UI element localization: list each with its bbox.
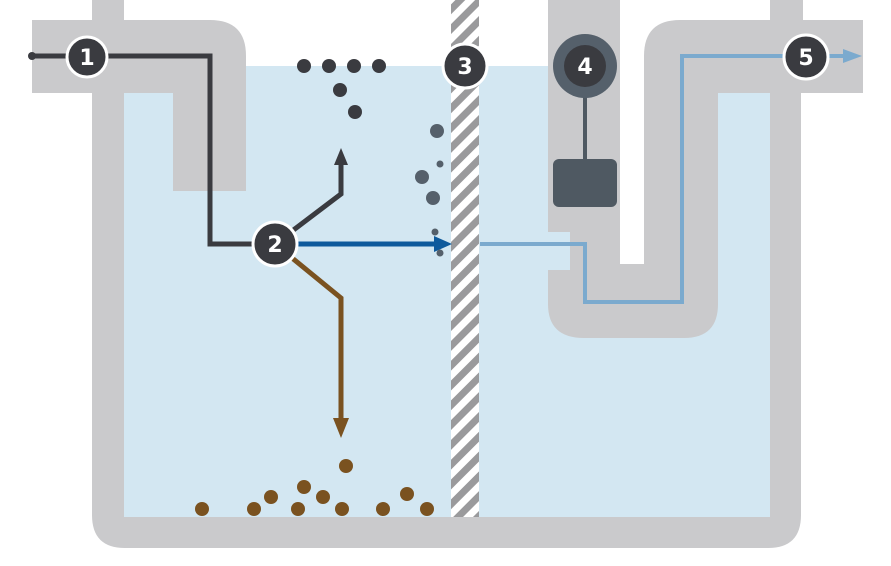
bubble: [426, 191, 440, 205]
sediment-particle: [420, 502, 434, 516]
float-switch: [553, 34, 617, 207]
inlet-flow-line: [30, 53, 275, 247]
outlet-pipe-outer: [548, 0, 863, 338]
sediment-particle: [376, 502, 390, 516]
sediment-particle: [400, 487, 414, 501]
marker-2-circle: [251, 220, 299, 268]
outlet-flow-line: [480, 54, 845, 304]
marker-1: 1: [65, 35, 109, 79]
bubble: [436, 249, 444, 257]
float-switch-float: [553, 159, 617, 207]
arrow-down-icon: [333, 418, 349, 438]
sediment-flow: [273, 242, 349, 438]
floating-particle: [348, 105, 362, 119]
marker-3-label: 3: [457, 55, 472, 80]
bubble: [415, 170, 429, 184]
inlet-pipe-top-stub: [92, 0, 124, 22]
arrow-up-icon: [334, 148, 348, 165]
marker-4-label: 4: [577, 55, 592, 80]
marker-3: 3: [441, 42, 489, 90]
sediment-particle: [339, 459, 353, 473]
arrow-right-icon: [434, 236, 452, 252]
inlet-flow-start-dot: [28, 52, 36, 60]
bubble: [430, 124, 444, 138]
clean-water-flow: [275, 236, 452, 252]
sediment-particle: [247, 502, 261, 516]
floating-flow-line: [273, 164, 344, 246]
marker-4-circle: [564, 45, 606, 87]
floating-particle: [297, 59, 311, 73]
sediment-particle: [297, 480, 311, 494]
sediment-particle: [195, 502, 209, 516]
marker-3-circle: [441, 42, 489, 90]
inlet-flow: [28, 52, 275, 247]
arrow-right-icon: [843, 49, 862, 63]
sediment-particle: [291, 502, 305, 516]
sediment-particle: [316, 490, 330, 504]
bubble: [431, 228, 439, 236]
marker-5: 5: [782, 33, 830, 81]
outlet-structure: [548, 0, 863, 338]
sediment-particle: [264, 490, 278, 504]
outlet-flow: [480, 49, 862, 304]
floating-particle: [372, 59, 386, 73]
sediment-flow-line: [273, 242, 344, 420]
sediment-particles: [195, 459, 434, 516]
floating-solids: [297, 59, 386, 119]
outlet-inner-gap: [620, 0, 644, 264]
marker-5-label: 5: [798, 46, 813, 71]
floating-flow: [273, 148, 348, 246]
marker-2-label: 2: [267, 233, 282, 258]
floating-particle: [347, 59, 361, 73]
outlet-pipe-top-stub: [770, 0, 803, 22]
marker-5-circle: [782, 33, 830, 81]
marker-1-circle: [65, 35, 109, 79]
floating-particle: [322, 59, 336, 73]
sediment-particle: [335, 502, 349, 516]
bubbles: [415, 124, 444, 257]
outlet-channel-water: [548, 232, 570, 270]
bubble: [436, 160, 444, 168]
marker-2: 2: [251, 220, 299, 268]
floating-particle: [333, 83, 347, 97]
marker-4: 4: [564, 45, 606, 87]
marker-1-label: 1: [79, 46, 94, 71]
